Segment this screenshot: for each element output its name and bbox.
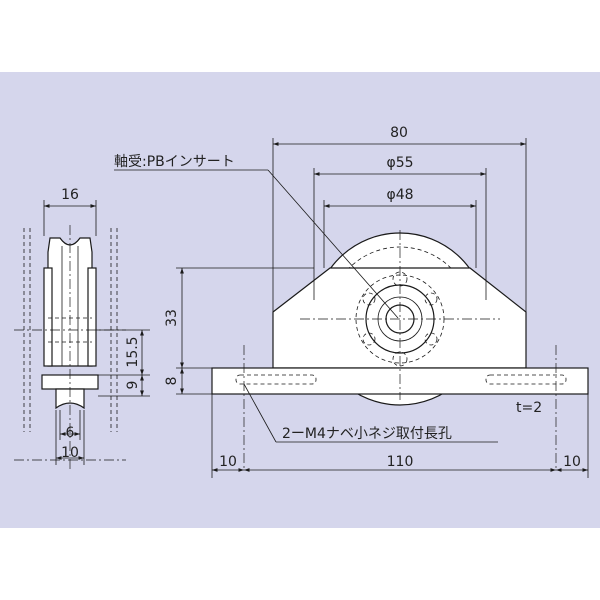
side-view: 16 15.5 9 6 10: [14, 187, 150, 470]
dim-side-base-width: 10: [61, 445, 79, 461]
side-lower-wheel: [55, 388, 85, 410]
dim-side-width: 16: [61, 187, 79, 203]
label-mount-holes: 2ーM4ナベ小ネジ取付長孔: [282, 426, 452, 442]
label-bearing: 軸受:PBインサート: [114, 154, 235, 170]
dim-dia-outer: φ55: [386, 155, 413, 171]
side-bracket-right: [87, 267, 97, 367]
dim-side-wheel-height: 15.5: [125, 336, 141, 367]
dim-hole-pitch: 110: [387, 454, 414, 470]
dim-left-margin: 10: [219, 454, 237, 470]
dim-right-margin: 10: [563, 454, 581, 470]
dim-width-total: 80: [390, 125, 408, 141]
dim-side-base-height: 9: [125, 381, 141, 390]
side-bracket-left: [43, 267, 53, 367]
front-view: 80 φ55 φ48 33 8 10 110 10 軸受:PBインサート: [114, 125, 589, 478]
dim-base-height: 8: [164, 377, 180, 386]
dim-height: 33: [164, 309, 180, 327]
label-thickness: t=2: [516, 400, 542, 416]
dim-side-groove: 6: [66, 425, 75, 441]
dim-dia-inner: φ48: [386, 187, 413, 203]
